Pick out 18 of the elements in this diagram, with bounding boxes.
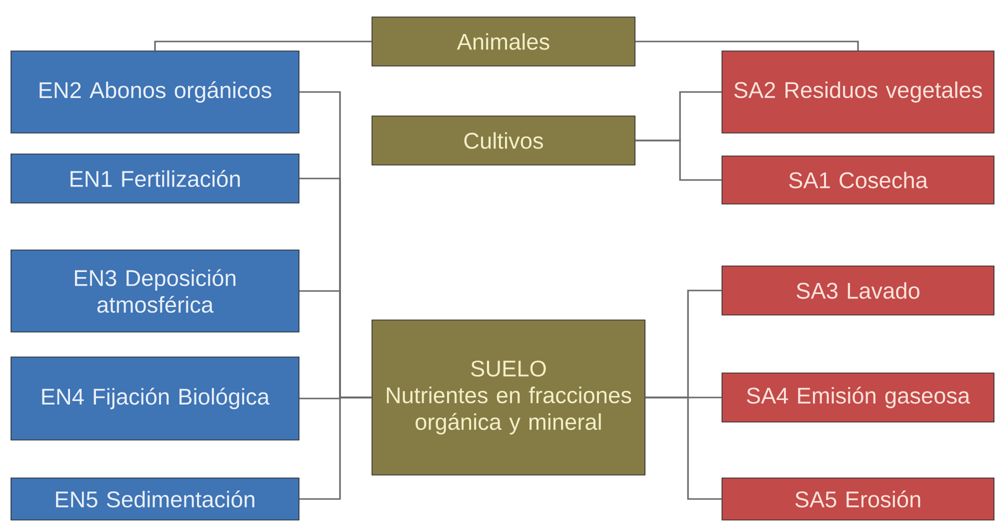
source-box: Animales: [372, 16, 636, 66]
output-box: SA1 Cosecha: [722, 156, 994, 204]
connector-line: [154, 40, 372, 51]
connector-line: [635, 140, 722, 181]
output-box: SA5 Erosión: [722, 478, 994, 520]
connector-line: [635, 40, 859, 51]
connector-line: [299, 396, 372, 500]
input-box: EN2 Abonos orgánicos: [10, 50, 300, 134]
input-box: EN3 Deposición atmosférica: [10, 250, 300, 332]
input-box: EN1 Fertilización: [10, 154, 300, 204]
output-box: SA4 Emisión gaseosa: [722, 372, 994, 422]
connector-line: [645, 396, 722, 500]
input-box: EN5 Sedimentación: [10, 478, 300, 520]
source-box: Cultivos: [372, 116, 636, 166]
input-box: EN4 Fijación Biológica: [10, 356, 300, 440]
output-box: SA3 Lavado: [722, 266, 994, 316]
soil-box: SUELO Nutrientes en fracciones orgánica y mineral: [372, 320, 646, 476]
output-box: SA2 Residuos vegetales: [722, 50, 994, 134]
